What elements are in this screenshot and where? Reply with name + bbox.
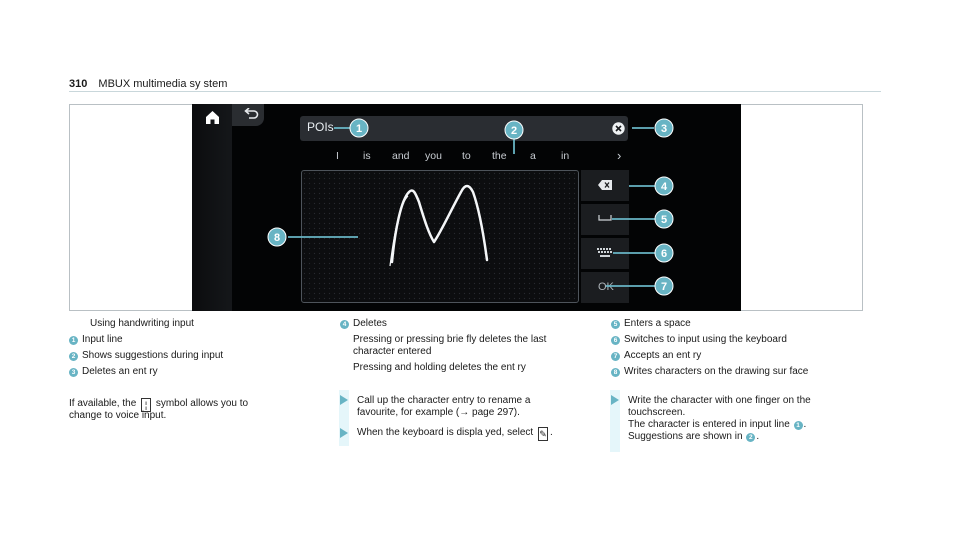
back-tab[interactable] <box>232 104 264 126</box>
drawing-surface[interactable] <box>301 170 579 303</box>
clear-icon[interactable] <box>612 122 625 135</box>
legend-item-4-line: character entered <box>353 346 432 357</box>
step-bar <box>610 390 620 452</box>
callout-1: 1 <box>349 118 369 138</box>
step-bar <box>339 390 349 424</box>
svg-text:2: 2 <box>511 125 517 137</box>
step-text: touchscreen. <box>628 407 686 418</box>
ok-label: OK <box>598 281 614 293</box>
suggestion-item[interactable]: in <box>561 150 570 162</box>
backspace-icon <box>598 180 612 190</box>
callout-8: 8 <box>267 227 287 247</box>
callout-6: 6 <box>654 243 674 263</box>
suggestion-item[interactable]: is <box>363 150 371 162</box>
svg-text:1: 1 <box>356 123 362 135</box>
callout-lines <box>288 127 655 287</box>
page-number: 310 <box>69 78 88 90</box>
voice-note: If available, the ¦ symbol allows you to <box>69 398 249 412</box>
handwriting-stroke <box>389 184 489 267</box>
svg-text:4: 4 <box>661 181 668 193</box>
svg-text:6: 6 <box>661 248 667 260</box>
handwriting-screen: POIs I is and you to the a in › OK <box>192 104 741 311</box>
svg-text:3: 3 <box>661 123 667 135</box>
step-text: Suggestions are shown in 2. <box>628 431 760 442</box>
more-suggestions-icon[interactable]: › <box>617 148 622 163</box>
step-arrow-icon <box>611 395 619 405</box>
suggestion-item[interactable]: you <box>425 150 442 162</box>
input-text: POIs <box>307 120 334 134</box>
space-icon <box>598 215 612 221</box>
back-icon[interactable] <box>243 108 259 120</box>
svg-text:8: 8 <box>274 232 280 244</box>
header-rule <box>69 91 881 92</box>
callout-badges: 1 2 3 4 5 6 7 8 <box>267 118 674 296</box>
handwriting-icon: ✎ <box>538 427 548 441</box>
page-header: 310 MBUX multimedia sy stem <box>69 78 227 90</box>
step-text: The character is entered in input line 1… <box>628 419 807 430</box>
suggestion-item[interactable]: the <box>492 150 507 162</box>
nav-sidebar <box>192 104 232 311</box>
microphone-icon: ¦ <box>141 398 152 412</box>
voice-note-line2: change to voice input. <box>69 410 167 421</box>
step-text: Write the character with one finger on t… <box>628 395 811 406</box>
suggestion-item[interactable]: I <box>336 150 339 162</box>
callout-3: 3 <box>654 118 674 138</box>
suggestion-item[interactable]: to <box>462 150 471 162</box>
keyboard-icon <box>597 248 612 257</box>
callout-4: 4 <box>654 176 674 196</box>
step-arrow-icon <box>340 395 348 405</box>
legend-item-4-line: Pressing or pressing brie fly deletes th… <box>353 334 547 345</box>
step-text: favourite, for example (→ page 297). <box>357 407 520 418</box>
step-arrow-icon <box>340 428 348 438</box>
page-title: MBUX multimedia sy stem <box>98 78 228 90</box>
step-text: When the keyboard is displa yed, select … <box>357 427 553 441</box>
callout-2: 2 <box>504 120 524 140</box>
ok-button[interactable] <box>581 272 629 303</box>
callout-7: 7 <box>654 276 674 296</box>
figure-caption: Using handwriting input <box>90 318 194 329</box>
callout-5: 5 <box>654 209 674 229</box>
legend-item-4-line: Pressing and holding deletes the ent ry <box>353 362 526 373</box>
svg-text:5: 5 <box>661 214 667 226</box>
suggestion-item[interactable]: and <box>392 150 410 162</box>
svg-text:7: 7 <box>661 281 667 293</box>
step-text: Call up the character entry to rename a <box>357 395 531 406</box>
home-icon[interactable] <box>205 110 220 125</box>
suggestion-item[interactable]: a <box>530 150 536 162</box>
